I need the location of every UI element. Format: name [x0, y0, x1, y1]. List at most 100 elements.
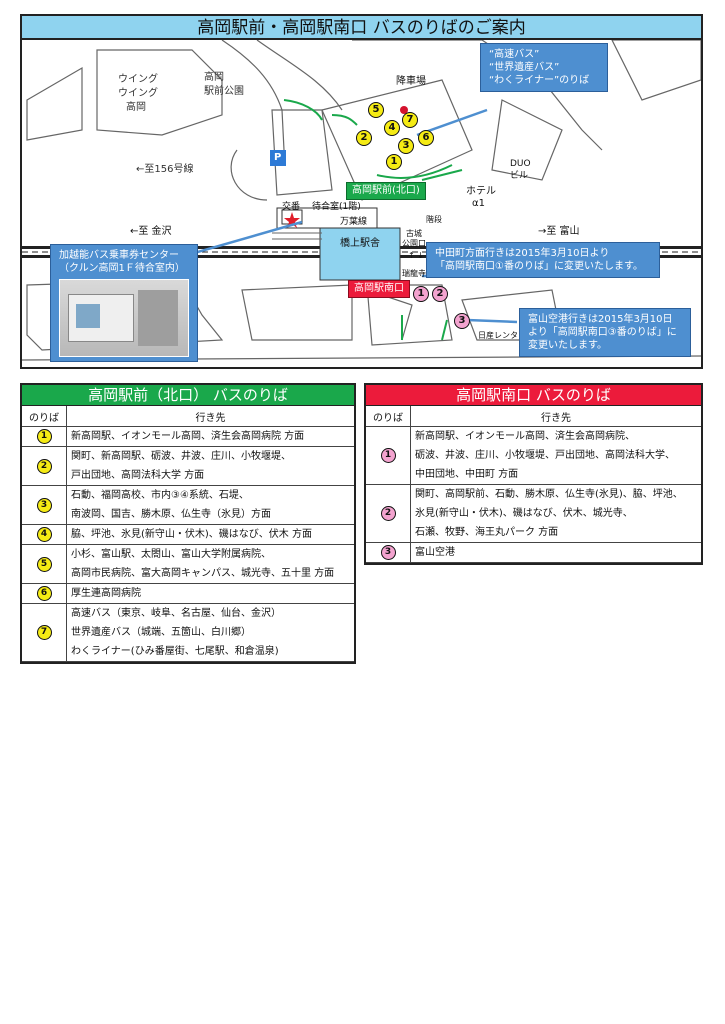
callout-nakadacho-line-1: 中田町方面行きは2015年3月10日より: [435, 248, 610, 259]
stop-number-badge: 3: [36, 497, 52, 513]
destination-cell: 石動、福岡高校、市内③④系統、石堤、南波岡、国吉、勝木原、仏生寺（氷見）方面: [66, 485, 354, 525]
north-table-title: 高岡駅前（北口） バスのりば: [22, 385, 354, 406]
map-stop-7: 7: [402, 112, 418, 128]
stop-cell: 4: [22, 524, 67, 545]
stop-cell: 3: [366, 542, 411, 563]
destination-cell: 新高岡駅、イオンモール高岡、済生会高岡病院 方面: [66, 426, 354, 447]
direction-arrows: ↑ ↓: [408, 251, 424, 260]
table-row: 7 高速バス（東京、岐阜、名古屋、仙台、金沢） 世界遺産バス（城端、五箇山、白川郷）…: [22, 603, 354, 662]
destination-line: 新高岡駅、イオンモール高岡、済生会高岡病院、: [415, 431, 635, 442]
stairs-label: 階段: [426, 215, 442, 224]
wing-label-1: ウイング: [118, 74, 158, 85]
callout-ticket-line-1: 加越能バス乗車券センター: [59, 250, 179, 261]
destination-cell: 高速バス（東京、岐阜、名古屋、仙台、金沢） 世界遺産バス（城端、五箇山、白川郷） わ…: [66, 603, 354, 662]
destination-line: 中田団地、中田町 方面: [415, 469, 519, 480]
table-row: 6 厚生連高岡病院: [22, 583, 354, 604]
stop-cell: 1: [22, 426, 67, 447]
stop-cell: 7: [22, 603, 67, 662]
destination-cell: 新高岡駅、イオンモール高岡、済生会高岡病院、砺波、井波、庄川、小牧堰堤、戸出団地…: [410, 426, 701, 485]
map-stop-5: 5: [368, 102, 384, 118]
destination-line: わくライナー(ひみ番屋街、七尾駅、和倉温泉): [71, 646, 279, 657]
map-south-stop-2: 2: [432, 286, 448, 302]
park-label-2: 駅前公園: [204, 86, 244, 97]
north-exit-table: 高岡駅前（北口） バスのりば のりば 行き先 1 新高岡駅、イオンモール高岡、済生…: [20, 383, 356, 664]
furushiro-label-1: 古城: [406, 229, 422, 238]
stop-cell: 2: [22, 446, 67, 486]
wing-label-2: ウイング: [118, 88, 158, 99]
callout-airport-line-2: より「高岡駅南口③番のりば」に: [528, 327, 677, 338]
parking-icon: P: [274, 152, 282, 163]
destination-cell: 関町、新高岡駅、砺波、井波、庄川、小牧堰堤、戸出団地、高岡法科大学 方面: [66, 446, 354, 486]
stop-cell: 5: [22, 544, 67, 584]
map-stop-4: 4: [384, 120, 400, 136]
destination-line: 関町、高岡駅前、石動、勝木原、仏生寺(氷見)、脇、坪池、: [415, 489, 683, 500]
callout-airport-line-1: 富山空港行きは2015年3月10日: [528, 314, 673, 325]
callout-nakadacho-line-2: 「高岡駅南口①番のりば」に変更いたします。: [435, 261, 643, 272]
south-exit-badge: 高岡駅南口: [348, 280, 410, 298]
furushiro-label-2: 公園口: [402, 239, 426, 248]
waiting-room-label: 待合室(1階): [312, 202, 361, 212]
manyo-line-label: 万葉線: [340, 217, 368, 227]
hotel-label-1: ホテル: [466, 186, 496, 197]
stop-cell: 3: [22, 485, 67, 525]
stop-number-badge: 4: [36, 527, 52, 542]
map-stop-3: 3: [398, 138, 414, 154]
destination-line: 世界遺産バス（城端、五箇山、白川郷）: [71, 627, 251, 638]
stop-number-badge: 6: [36, 586, 52, 601]
destination-line: 南波岡、国吉、勝木原、仏生寺（氷見）方面: [71, 509, 271, 520]
nissan-rentacar-label: 日産レンタカー: [478, 331, 534, 340]
north-table-grid: のりば 行き先 1 新高岡駅、イオンモール高岡、済生会高岡病院 方面 2 関町、新高岡…: [22, 406, 354, 662]
destination-line: 脇、坪池、氷見(新守山・伏木)、磯はなび、伏木 方面: [71, 529, 312, 540]
stop-number-badge: 1: [36, 429, 52, 444]
stop-cell: 1: [366, 426, 411, 485]
callout-nakadacho: 中田町方面行きは2015年3月10日より 「高岡駅南口①番のりば」に変更いたしま…: [426, 242, 660, 278]
stop-cell: 2: [366, 484, 411, 543]
stop-number-badge: 2: [36, 458, 52, 474]
ticket-center-photo: [59, 279, 189, 357]
map-stop-1: 1: [386, 154, 402, 170]
south-col-dest: 行き先: [410, 406, 701, 427]
callout-highway-line-3: “わくライナー”のりば: [489, 75, 590, 86]
table-row: 3 富山空港: [366, 542, 701, 563]
stop-number-badge: 7: [36, 625, 52, 640]
map-stop-6: 6: [418, 130, 434, 146]
hotel-label-2: α1: [472, 198, 485, 209]
destination-line: 高岡市民病院、富大高岡キャンパス、城光寺、五十里 方面: [71, 568, 335, 579]
callout-airport-line-3: 変更いたします。: [528, 340, 607, 351]
duo-label-1: DUO: [510, 159, 531, 169]
destination-line: 戸出団地、高岡法科大学 方面: [71, 470, 205, 481]
destination-line: 関町、新高岡駅、砺波、井波、庄川、小牧堰堤、: [71, 451, 291, 462]
kanazawa-label: ←至 金沢: [130, 226, 172, 237]
table-row: 4 脇、坪池、氷見(新守山・伏木)、磯はなび、伏木 方面: [22, 524, 354, 545]
table-row: 5 小杉、富山駅、太閤山、富山大学附属病院、高岡市民病院、富大高岡キャンパス、城光…: [22, 544, 354, 584]
north-col-stop: のりば: [22, 406, 67, 427]
destination-cell: 厚生連高岡病院: [66, 583, 354, 604]
stop-number-badge: 1: [380, 448, 396, 463]
north-exit-badge: 高岡駅前(北口): [346, 182, 426, 200]
table-row: 2 関町、新高岡駅、砺波、井波、庄川、小牧堰堤、戸出団地、高岡法科大学 方面: [22, 446, 354, 486]
callout-toyama-airport: 富山空港行きは2015年3月10日 より「高岡駅南口③番のりば」に 変更いたしま…: [519, 308, 691, 357]
map-stop-2: 2: [356, 130, 372, 146]
stop-number-badge: 5: [36, 556, 52, 572]
callout-highway-bus: “高速バス” “世界遺産バス” “わくライナー”のりば: [480, 43, 608, 92]
destination-line: 厚生連高岡病院: [71, 588, 141, 599]
destination-line: 富山空港: [415, 547, 455, 558]
callout-highway-line-2: “世界遺産バス”: [489, 62, 560, 73]
destination-line: 石動、福岡高校、市内③④系統、石堤、: [71, 490, 249, 501]
north-col-dest: 行き先: [66, 406, 354, 427]
destination-line: 高速バス（東京、岐阜、名古屋、仙台、金沢）: [71, 608, 281, 619]
destination-line: 石瀬、牧野、海王丸パーク 方面: [415, 527, 559, 538]
wing-label-3: 高岡: [126, 102, 146, 113]
stop-number-badge: 2: [380, 506, 396, 521]
destination-line: 砺波、井波、庄川、小牧堰堤、戸出団地、高岡法科大学、: [415, 450, 675, 461]
destination-cell: 小杉、富山駅、太閤山、富山大学附属病院、高岡市民病院、富大高岡キャンパス、城光寺…: [66, 544, 354, 584]
callout-ticket-line-2: （クルン高岡1Ｆ待合室内）: [59, 263, 185, 274]
bus-stop-map: 高岡駅前・高岡駅南口 バスのりばのご案内: [20, 14, 703, 369]
south-table-title: 高岡駅南口 バスのりば: [366, 385, 701, 406]
hashigami-label: 橋上駅舎: [340, 238, 380, 249]
route156-label: ←至156号線: [136, 164, 194, 175]
table-row: 1 新高岡駅、イオンモール高岡、済生会高岡病院 方面: [22, 426, 354, 447]
